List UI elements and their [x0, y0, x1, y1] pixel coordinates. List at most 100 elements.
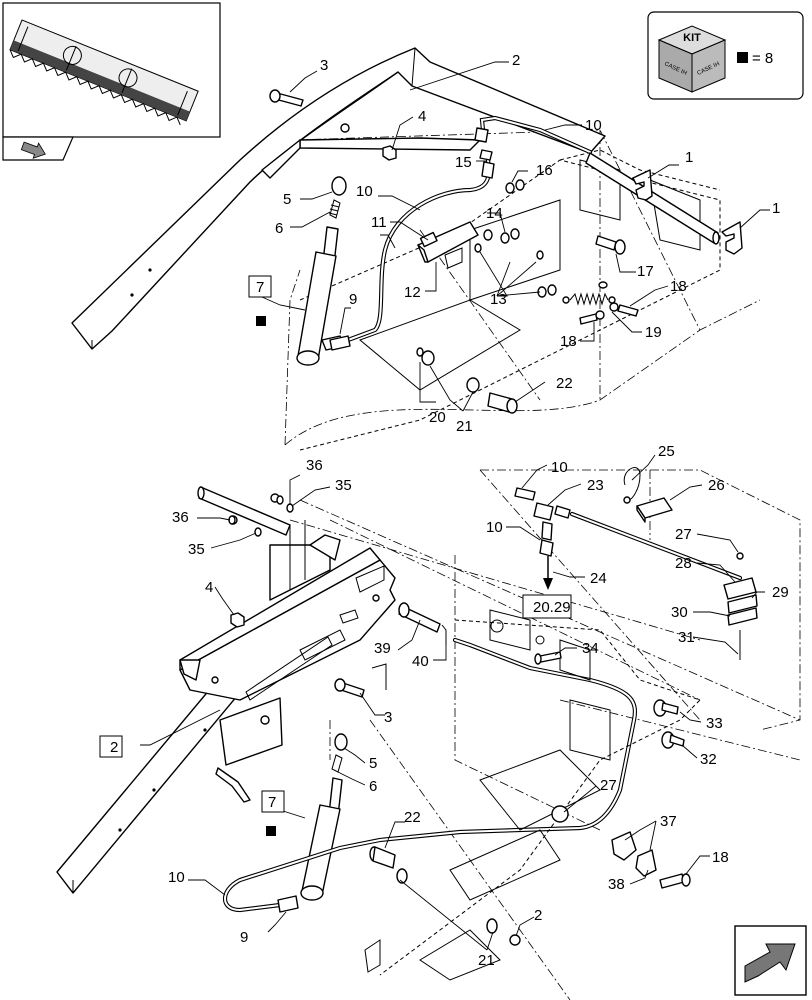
callout-36a: 36 — [306, 457, 323, 474]
shaft-lower — [197, 486, 291, 536]
shaft-tube-upper — [585, 152, 720, 245]
callout-2c: 2 — [534, 907, 542, 924]
callout-12: 12 — [404, 284, 421, 301]
bolts-35-36-lower — [228, 495, 294, 537]
callout-10b: 10 — [356, 183, 373, 200]
callout-1b: 1 — [772, 200, 780, 217]
callout-5b: 5 — [369, 755, 377, 772]
callout-24: 24 — [590, 570, 607, 587]
callout-40: 40 — [412, 653, 429, 670]
callout-28: 28 — [675, 555, 692, 572]
callout-3b: 3 — [384, 709, 392, 726]
bolts-18-upper — [579, 281, 639, 325]
hydraulic-cylinder-lower — [300, 733, 348, 901]
callout-18a: 18 — [670, 278, 687, 295]
next-page-button[interactable] — [734, 925, 807, 996]
callout-10e: 10 — [486, 519, 503, 536]
construction-lines — [284, 129, 801, 1000]
header-thumbnail — [2, 2, 221, 138]
mounting-plate-lower — [179, 547, 396, 701]
bolt-33 — [653, 699, 679, 717]
callout-labels: 3 2 10 4 1 1 5 6 10 15 16 11 14 12 13 17… — [110, 52, 789, 969]
pad-26 — [636, 497, 673, 523]
kit-title: KIT — [683, 32, 701, 44]
callout-38: 38 — [608, 876, 625, 893]
hydraulic-cylinder-upper — [296, 226, 345, 366]
callout-21a: 21 — [456, 418, 473, 435]
callout-17: 17 — [637, 263, 654, 280]
pipe-clip-1b — [721, 221, 743, 255]
callout-4b: 4 — [205, 579, 213, 596]
bolt-17 — [595, 235, 626, 255]
callout-16: 16 — [536, 162, 553, 179]
tie-strap-25 — [623, 467, 641, 504]
spring-19 — [562, 292, 616, 306]
nut-4-upper — [382, 145, 397, 161]
leader-lines — [140, 61, 770, 951]
bolt-18-lower — [659, 873, 691, 889]
pipe-lower-right — [569, 511, 743, 581]
callout-23: 23 — [587, 477, 604, 494]
hydraulic-pipe-lower — [222, 637, 637, 913]
clip-37 — [611, 831, 657, 877]
next-arrow-icon — [744, 943, 796, 983]
callout-22a: 22 — [556, 375, 573, 392]
callout-18c: 18 — [712, 849, 729, 866]
callout-29: 29 — [772, 584, 789, 601]
callout-1a: 1 — [685, 149, 693, 166]
callout-20: 20 — [429, 409, 446, 426]
callout-18b: 18 — [560, 333, 577, 350]
callout-7b: 7 — [268, 794, 276, 811]
callout-25: 25 — [658, 443, 675, 460]
header-frame-lower — [364, 609, 701, 981]
upper-assembly — [71, 47, 743, 451]
callout-9a: 9 — [349, 291, 357, 308]
header-frame-right-upper — [299, 149, 721, 451]
callout-32: 32 — [700, 751, 717, 768]
callout-10a: 10 — [585, 117, 602, 134]
cross-brace-upper — [261, 123, 481, 179]
nut-4-lower — [230, 612, 245, 628]
tee-fitting — [514, 487, 571, 590]
lower-assembly — [56, 486, 637, 946]
callout-10d: 10 — [551, 459, 568, 476]
callout-35a: 35 — [335, 477, 352, 494]
callout-37: 37 — [660, 813, 677, 830]
callout-39: 39 — [374, 640, 391, 657]
hydraulic-pipe-upper — [329, 115, 593, 351]
navigation-tab[interactable] — [2, 136, 74, 162]
reference-box-20-29[interactable] — [522, 594, 572, 619]
callout-10c: 10 — [168, 869, 185, 886]
callout-7a: 7 — [256, 279, 264, 296]
callout-3a: 3 — [320, 57, 328, 74]
callout-26: 26 — [708, 477, 725, 494]
pin-parts-upper — [416, 347, 518, 414]
vertical-support-lower — [215, 520, 341, 803]
reference-label[interactable]: 20.29 — [533, 599, 571, 616]
clevis-upper — [328, 176, 347, 219]
callout-6b: 6 — [369, 778, 377, 795]
callout-21b: 21 — [478, 952, 495, 969]
kit-cube-icon: KIT CASE IH CASE IH — [657, 25, 727, 93]
callout-9b: 9 — [240, 929, 248, 946]
callout-27a: 27 — [675, 526, 692, 543]
bolt-3-lower — [334, 678, 365, 698]
callout-4a: 4 — [418, 108, 426, 125]
callout-11: 11 — [371, 214, 387, 231]
nav-arrow-icon — [20, 141, 46, 159]
pin-39-40 — [371, 602, 447, 690]
bracket-upper — [417, 221, 479, 269]
callout-19: 19 — [645, 324, 662, 341]
lower-right-assembly — [364, 467, 758, 981]
callout-30: 30 — [671, 604, 688, 621]
callout-2b: 2 — [110, 739, 118, 756]
callout-14: 14 — [486, 205, 503, 222]
callout-13: 13 — [490, 291, 507, 308]
pin-22-lower — [369, 846, 521, 946]
callout-36b: 36 — [172, 509, 189, 526]
callout-33: 33 — [706, 715, 723, 732]
bolts-washers-upper — [474, 179, 557, 298]
callout-31: 31 — [678, 629, 695, 646]
pipe-clip-1a — [632, 169, 653, 201]
